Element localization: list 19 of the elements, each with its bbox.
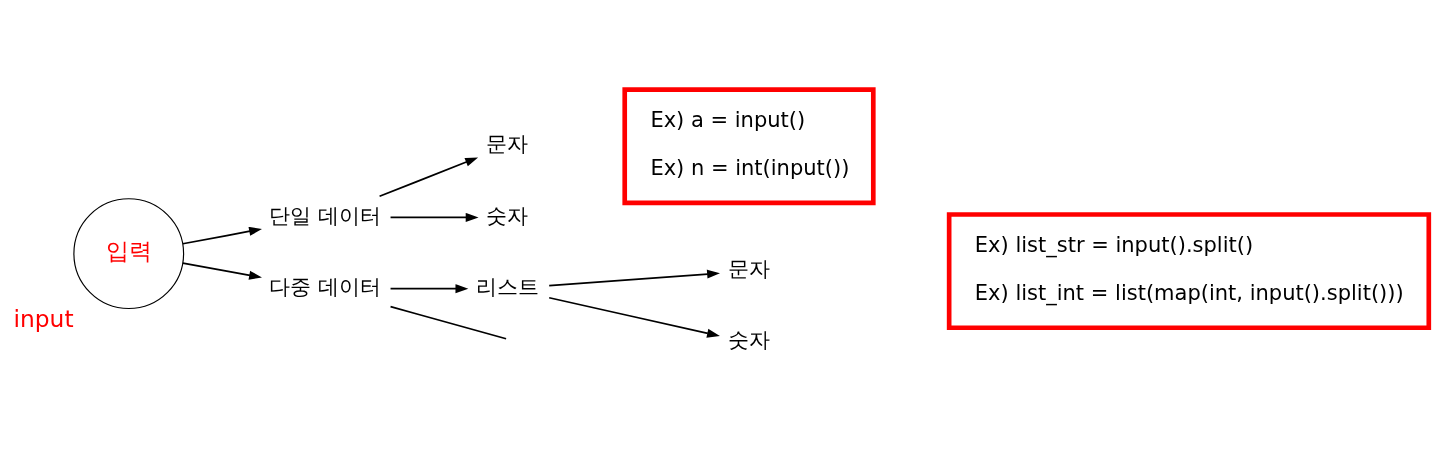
connector bbox=[389, 305, 507, 340]
arrow bbox=[389, 212, 479, 222]
arrow bbox=[181, 226, 262, 245]
node-text: 문자 bbox=[486, 131, 529, 156]
arrow bbox=[378, 156, 479, 197]
node-text: 숫자 bbox=[728, 327, 771, 352]
node-text: 리스트 bbox=[475, 274, 539, 299]
node-text: 문자 bbox=[728, 256, 771, 281]
arrow bbox=[389, 283, 469, 293]
arrow bbox=[181, 261, 262, 280]
node-text: 단일 데이터 bbox=[268, 203, 381, 228]
node-label: input bbox=[13, 304, 74, 333]
node-text: 숫자 bbox=[486, 203, 529, 228]
node-box: Ex) list_str = input().split() Ex) list_int = list(map(int, input().split())) bbox=[946, 211, 1432, 330]
arrow bbox=[548, 269, 720, 287]
node-text: 다중 데이터 bbox=[268, 274, 381, 299]
node-box: Ex) a = input() Ex) n = int(input()) bbox=[622, 86, 876, 205]
arrow bbox=[548, 296, 720, 338]
node-circle: 입력 bbox=[73, 197, 185, 309]
